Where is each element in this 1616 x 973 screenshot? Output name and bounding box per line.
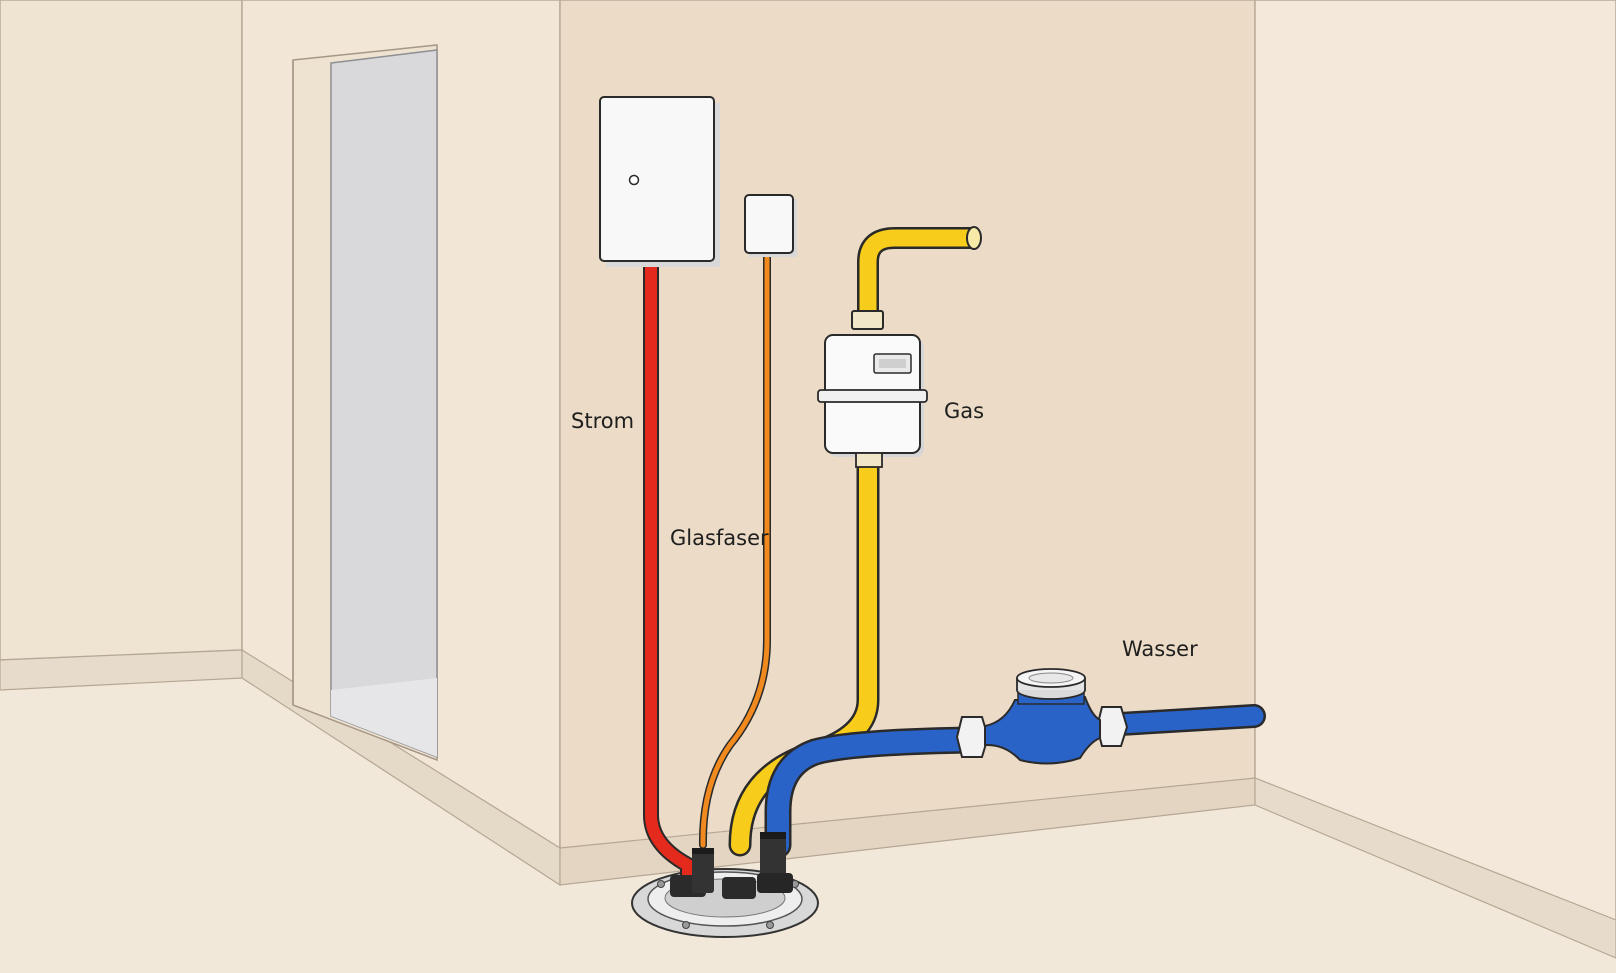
doorway	[292, 44, 438, 762]
floor	[0, 678, 1616, 973]
door-opening	[330, 49, 438, 759]
main-distribution-box-icon	[599, 96, 720, 267]
water-fitting-left	[955, 716, 990, 758]
right-wall	[1254, 0, 1616, 951]
water-fitting-right	[1095, 706, 1129, 747]
box-lock-icon	[628, 174, 640, 186]
label-glasfaser: Glasfaser	[670, 526, 769, 550]
baseboard-right	[1254, 777, 1616, 959]
label-strom: Strom	[571, 409, 634, 433]
fiber-termination-box-icon	[744, 194, 797, 257]
water-meter-icon	[955, 668, 1129, 765]
door-opening-floor	[331, 678, 437, 757]
label-wasser: Wasser	[1122, 637, 1198, 661]
strom-line	[643, 254, 696, 893]
gas-meter-icon	[817, 334, 928, 468]
wasser-line	[764, 704, 1266, 859]
left-back-wall	[0, 0, 243, 661]
cable-glands	[670, 832, 793, 899]
labels: Strom Glasfaser Gas Wasser	[571, 399, 1198, 661]
gas-pipe-fitting	[851, 310, 884, 330]
gas-pipe-end	[966, 226, 982, 250]
label-gas: Gas	[944, 399, 984, 423]
glasfaser-line	[698, 251, 771, 849]
